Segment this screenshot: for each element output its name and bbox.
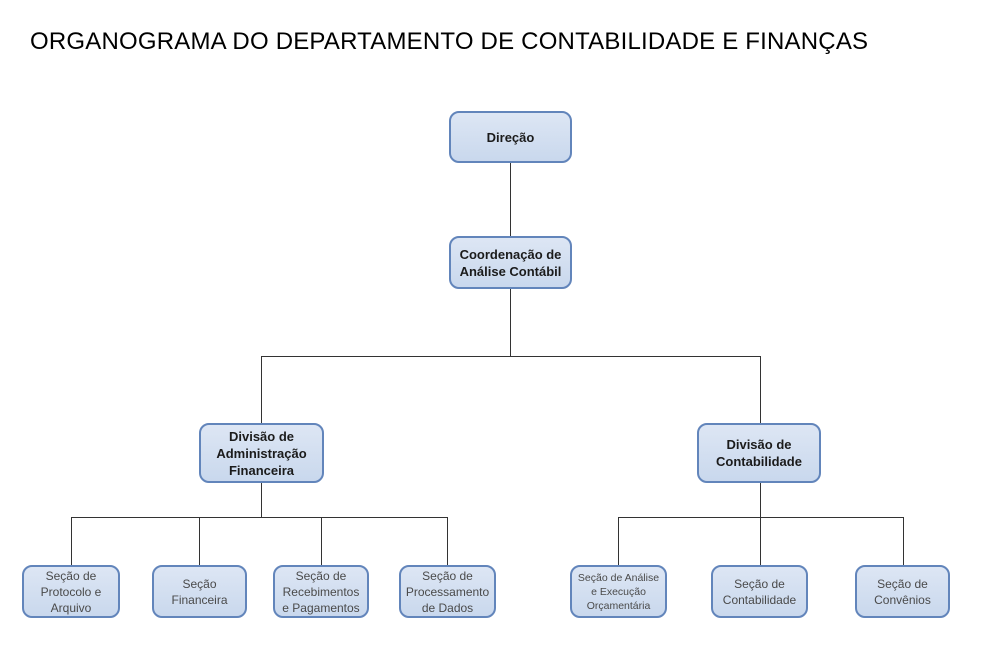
org-node-label: Coordenação de Análise Contábil [459,246,562,279]
page-title: ORGANOGRAMA DO DEPARTAMENTO DE CONTABILI… [30,28,869,55]
connector-direcao-coordenacao [510,163,511,236]
org-node-label: Seção de Recebimentos e Pagamentos [282,568,360,615]
connector-to-divisao-contabilidade [760,356,761,423]
org-node-coordenacao-analise-contabil: Coordenação de Análise Contábil [449,236,572,289]
org-node-label: Divisão de Administração Financeira [216,428,307,478]
org-node-label: Seção de Análise e Execução Orçamentária [577,571,660,612]
org-node-secao-contabilidade: Seção de Contabilidade [711,565,808,618]
org-node-direcao: Direção [449,111,572,163]
org-node-divisao-administracao-financeira: Divisão de Administração Financeira [199,423,324,483]
org-node-secao-financeira: Seção Financeira [152,565,247,618]
org-node-label: Seção Financeira [171,576,228,607]
org-node-label: Seção de Contabilidade [722,576,797,607]
org-node-label: Direção [486,129,535,145]
org-node-label: Seção de Convênios [874,576,931,607]
org-node-secao-convenios: Seção de Convênios [855,565,950,618]
connector-coordenacao-down [510,289,511,356]
org-node-label: Seção de Processamento de Dados [405,568,490,615]
connector-divisao-administracao-down [261,483,262,517]
connector-to-secao-processamento [447,517,448,565]
org-node-secao-recebimentos-pagamentos: Seção de Recebimentos e Pagamentos [273,565,369,618]
org-node-label: Divisão de Contabilidade [716,437,802,469]
org-node-secao-processamento-dados: Seção de Processamento de Dados [399,565,496,618]
org-node-label: Seção de Protocolo e Arquivo [40,568,102,615]
connector-divisions-rail [261,356,761,357]
connector-to-secao-contabilidade [760,517,761,565]
connector-to-secao-analise [618,517,619,565]
connector-divisao-contabilidade-down [760,483,761,517]
connector-to-divisao-administracao [261,356,262,423]
org-node-divisao-contabilidade: Divisão de Contabilidade [697,423,821,483]
connector-to-secao-protocolo [71,517,72,565]
org-node-secao-protocolo-arquivo: Seção de Protocolo e Arquivo [22,565,120,618]
connector-to-secao-recebimentos [321,517,322,565]
connector-right-children-rail [618,517,904,518]
connector-to-secao-financeira [199,517,200,565]
connector-left-children-rail [71,517,448,518]
org-node-secao-analise-execucao-orcamentaria: Seção de Análise e Execução Orçamentária [570,565,667,618]
connector-to-secao-convenios [903,517,904,565]
